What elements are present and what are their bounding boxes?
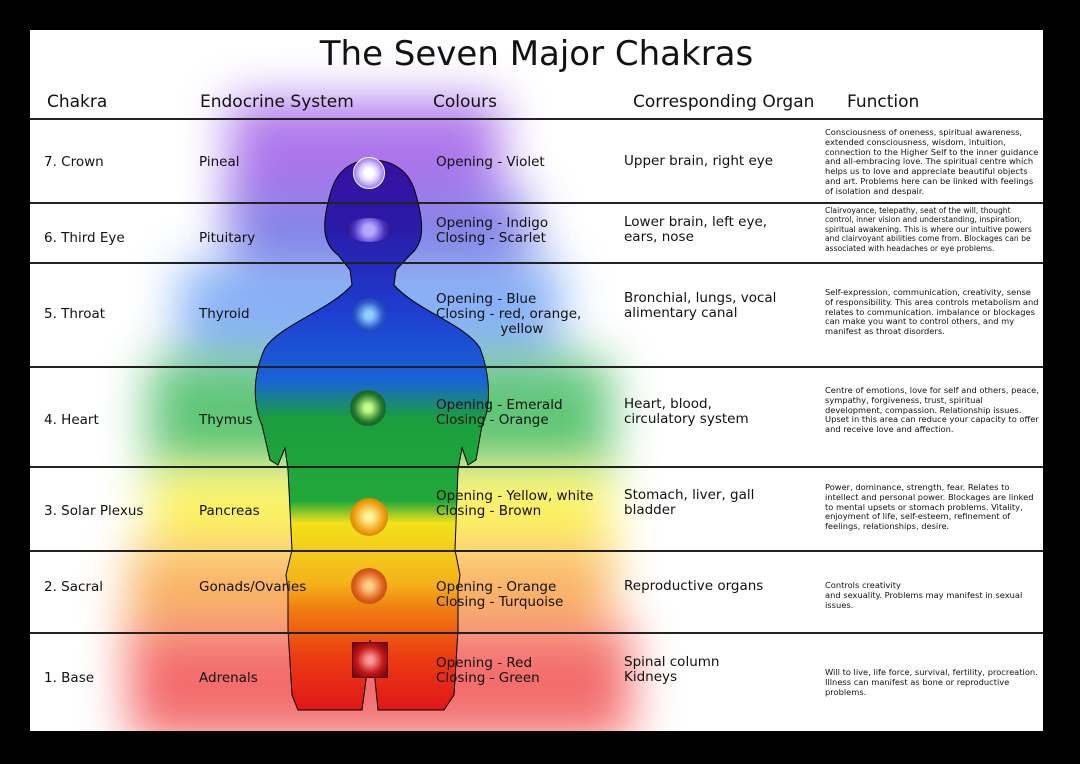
solar-plexus-chakra-icon — [350, 498, 388, 536]
row-divider — [30, 632, 1043, 634]
row-divider — [30, 262, 1043, 264]
chakra-name: 3. Solar Plexus — [44, 503, 144, 519]
corresponding-organ: Bronchial, lungs, vocal alimentary canal — [624, 290, 777, 321]
chakra-name: 6. Third Eye — [44, 230, 125, 246]
chakra-function: Self-expression, communication, creativi… — [825, 287, 1039, 337]
chakra-function: Consciousness of oneness, spiritual awar… — [825, 127, 1039, 196]
chakra-colours: Opening - Violet — [436, 154, 545, 170]
row-divider — [30, 202, 1043, 204]
chakra-name: 7. Crown — [44, 154, 104, 170]
endocrine-gland: Pineal — [199, 154, 240, 170]
human-figure — [254, 159, 489, 711]
third-eye-chakra-icon — [346, 218, 392, 242]
corresponding-organ: Reproductive organs — [624, 578, 764, 594]
base-chakra-icon — [352, 642, 388, 678]
endocrine-gland: Pancreas — [199, 503, 260, 519]
chakra-colours: Opening - Indigo Closing - Scarlet — [436, 215, 549, 246]
endocrine-gland: Gonads/Ovaries — [199, 579, 307, 595]
chakra-function: Centre of emotions, love for self and ot… — [825, 385, 1039, 435]
chakra-colours: Opening - Emerald Closing - Orange — [436, 397, 563, 428]
row-divider — [30, 118, 1043, 120]
throat-chakra-icon — [352, 298, 386, 332]
chakra-name: 5. Throat — [44, 306, 106, 322]
chakra-colours: Opening - Red Closing - Green — [436, 655, 540, 686]
chakra-name: 2. Sacral — [44, 579, 104, 595]
heart-chakra-icon — [350, 390, 386, 426]
endocrine-gland: Adrenals — [199, 670, 258, 686]
header-chakra: Chakra — [47, 92, 108, 112]
row-divider — [30, 366, 1043, 368]
corresponding-organ: Lower brain, left eye, ears, nose — [624, 214, 768, 245]
chakra-colours: Opening - Yellow, white Closing - Brown — [436, 488, 594, 519]
header-colours: Colours — [433, 92, 498, 112]
chakra-function: Power, dominance, strength, fear. Relate… — [825, 482, 1034, 532]
chakra-colours: Opening - Blue Closing - red, orange, ye… — [436, 291, 582, 337]
chakra-name: 1. Base — [44, 670, 95, 686]
header-endocrine: Endocrine System — [200, 92, 354, 112]
corresponding-organ: Heart, blood, circulatory system — [624, 396, 749, 427]
corresponding-organ: Stomach, liver, gall bladder — [624, 487, 755, 518]
header-organ: Corresponding Organ — [633, 92, 815, 112]
endocrine-gland: Thymus — [199, 412, 253, 428]
corresponding-organ: Spinal column Kidneys — [624, 654, 720, 685]
chakra-name: 4. Heart — [44, 412, 99, 428]
chakra-chart-sheet: The Seven Major Chakras Chakra Endocrine… — [30, 30, 1043, 731]
sacral-chakra-icon — [351, 568, 387, 604]
chakra-function: Clairvoyance, telepathy, seat of the wil… — [825, 206, 1032, 253]
endocrine-gland: Pituitary — [199, 230, 256, 246]
endocrine-gland: Thyroid — [199, 306, 250, 322]
row-divider — [30, 550, 1043, 552]
chakra-colours: Opening - Orange Closing - Turquoise — [436, 579, 564, 610]
header-function: Function — [847, 92, 920, 112]
row-divider — [30, 466, 1043, 468]
corresponding-organ: Upper brain, right eye — [624, 153, 774, 169]
chakra-function: Controls creativity and sexuality. Probl… — [825, 580, 1023, 610]
page-title: The Seven Major Chakras — [319, 34, 754, 74]
chakra-function: Will to live, life force, survival, fert… — [825, 667, 1038, 697]
crown-chakra-icon — [353, 157, 385, 189]
